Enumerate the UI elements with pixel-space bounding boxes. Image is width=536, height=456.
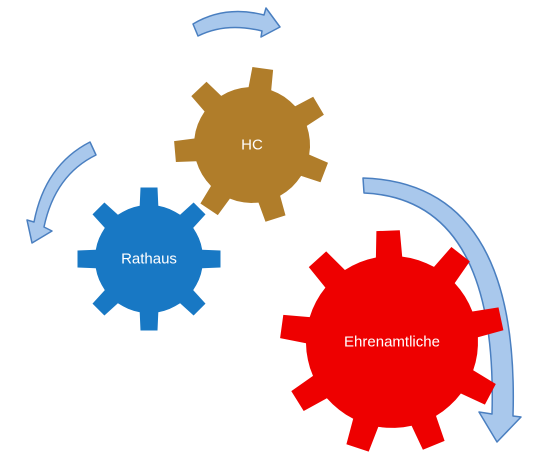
gear-ehrenamtliche: [280, 230, 504, 452]
arrow-left: [26, 141, 97, 244]
gear-rathaus: [77, 187, 221, 331]
gear-label-rathaus: Rathaus: [121, 251, 177, 268]
gear-label-hc: HC: [241, 137, 263, 154]
gear-hc: [174, 67, 328, 222]
arrow-top: [192, 7, 281, 38]
gear-label-ehrenamtliche: Ehrenamtliche: [344, 334, 440, 351]
